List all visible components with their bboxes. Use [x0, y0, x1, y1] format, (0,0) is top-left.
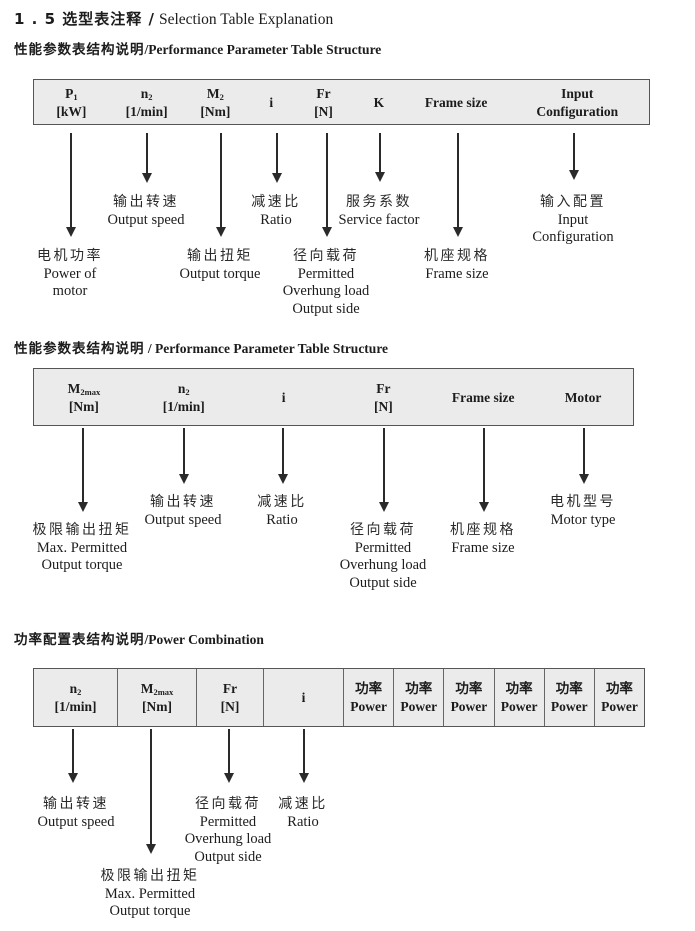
arrow-down-motor-2 — [583, 428, 585, 474]
table1-col-m2: M2[Nm] — [200, 85, 231, 119]
table1-col-k: K — [373, 94, 385, 110]
arrow-down-m2 — [220, 133, 222, 227]
section1-heading-en: /Performance Parameter Table Structure — [144, 42, 382, 57]
table2-header-strip: M2max[Nm] n2[1/min] i Fr[N] Frame size M… — [33, 368, 634, 426]
table2-col-m2max: M2max[Nm] — [67, 380, 101, 414]
arrow-down-i — [276, 133, 278, 173]
section2-heading-zh: 性能参数表结构说明 — [14, 341, 145, 357]
table2-col-i: i — [281, 389, 286, 405]
table2-col-motor: Motor — [564, 389, 602, 405]
section1-heading: 性能参数表结构说明/Performance Parameter Table St… — [14, 38, 381, 58]
page-title-en: Selection Table Explanation — [158, 11, 334, 28]
arrow-down-fr-3 — [228, 729, 230, 773]
arrow-down-frame-size — [457, 133, 459, 227]
table1-header-strip: P1[kW] n2[1/min] M2[Nm] i Fr[N] K Frame … — [33, 79, 650, 125]
arrow-down-n2 — [146, 133, 148, 173]
table1-col-frame-size: Frame size — [424, 94, 488, 110]
section2-heading-en: / Performance Parameter Table Structure — [147, 341, 389, 356]
arrow-down-i-2 — [282, 428, 284, 474]
section3-heading-en: /Power Combination — [144, 632, 264, 647]
arrow-down-frame-size-2 — [483, 428, 485, 502]
table1-col-i: i — [269, 94, 274, 110]
table2-col-fr: Fr[N] — [374, 380, 393, 414]
section2-heading: 性能参数表结构说明 / Performance Parameter Table … — [14, 337, 388, 357]
section3-heading-zh: 功率配置表结构说明 — [14, 632, 145, 648]
table1-col-fr: Fr[N] — [314, 85, 333, 119]
table1-col-n2: n2[1/min] — [125, 85, 168, 119]
arrow-down-i-3 — [303, 729, 305, 773]
page-title: 1 . 5 选型表注释 / Selection Table Explanatio… — [14, 8, 333, 29]
arrow-down-p1 — [70, 133, 72, 227]
arrow-down-n2-2 — [183, 428, 185, 474]
arrow-down-fr-2 — [383, 428, 385, 502]
table3-col-fr: Fr[N] — [196, 669, 263, 726]
arrow-down-m2max-3 — [150, 729, 152, 844]
arrow-down-n2-3 — [72, 729, 74, 773]
page-title-zh: 1 . 5 选型表注释 / — [14, 10, 155, 28]
section3-heading: 功率配置表结构说明/Power Combination — [14, 628, 264, 648]
arrow-down-k — [379, 133, 381, 172]
arrow-down-input-config — [573, 133, 575, 170]
table1-col-p1: P1[kW] — [56, 85, 87, 119]
section1-heading-zh: 性能参数表结构说明 — [14, 42, 145, 58]
table2-col-frame-size: Frame size — [451, 389, 515, 405]
table2-col-n2: n2[1/min] — [162, 380, 205, 414]
table3-col-m2max: M2max[Nm] — [117, 669, 196, 726]
arrow-down-m2max-2 — [82, 428, 84, 502]
arrow-down-fr — [326, 133, 328, 227]
table3-col-i: i — [263, 669, 343, 726]
table3-col-n2: n2[1/min] — [54, 681, 97, 714]
